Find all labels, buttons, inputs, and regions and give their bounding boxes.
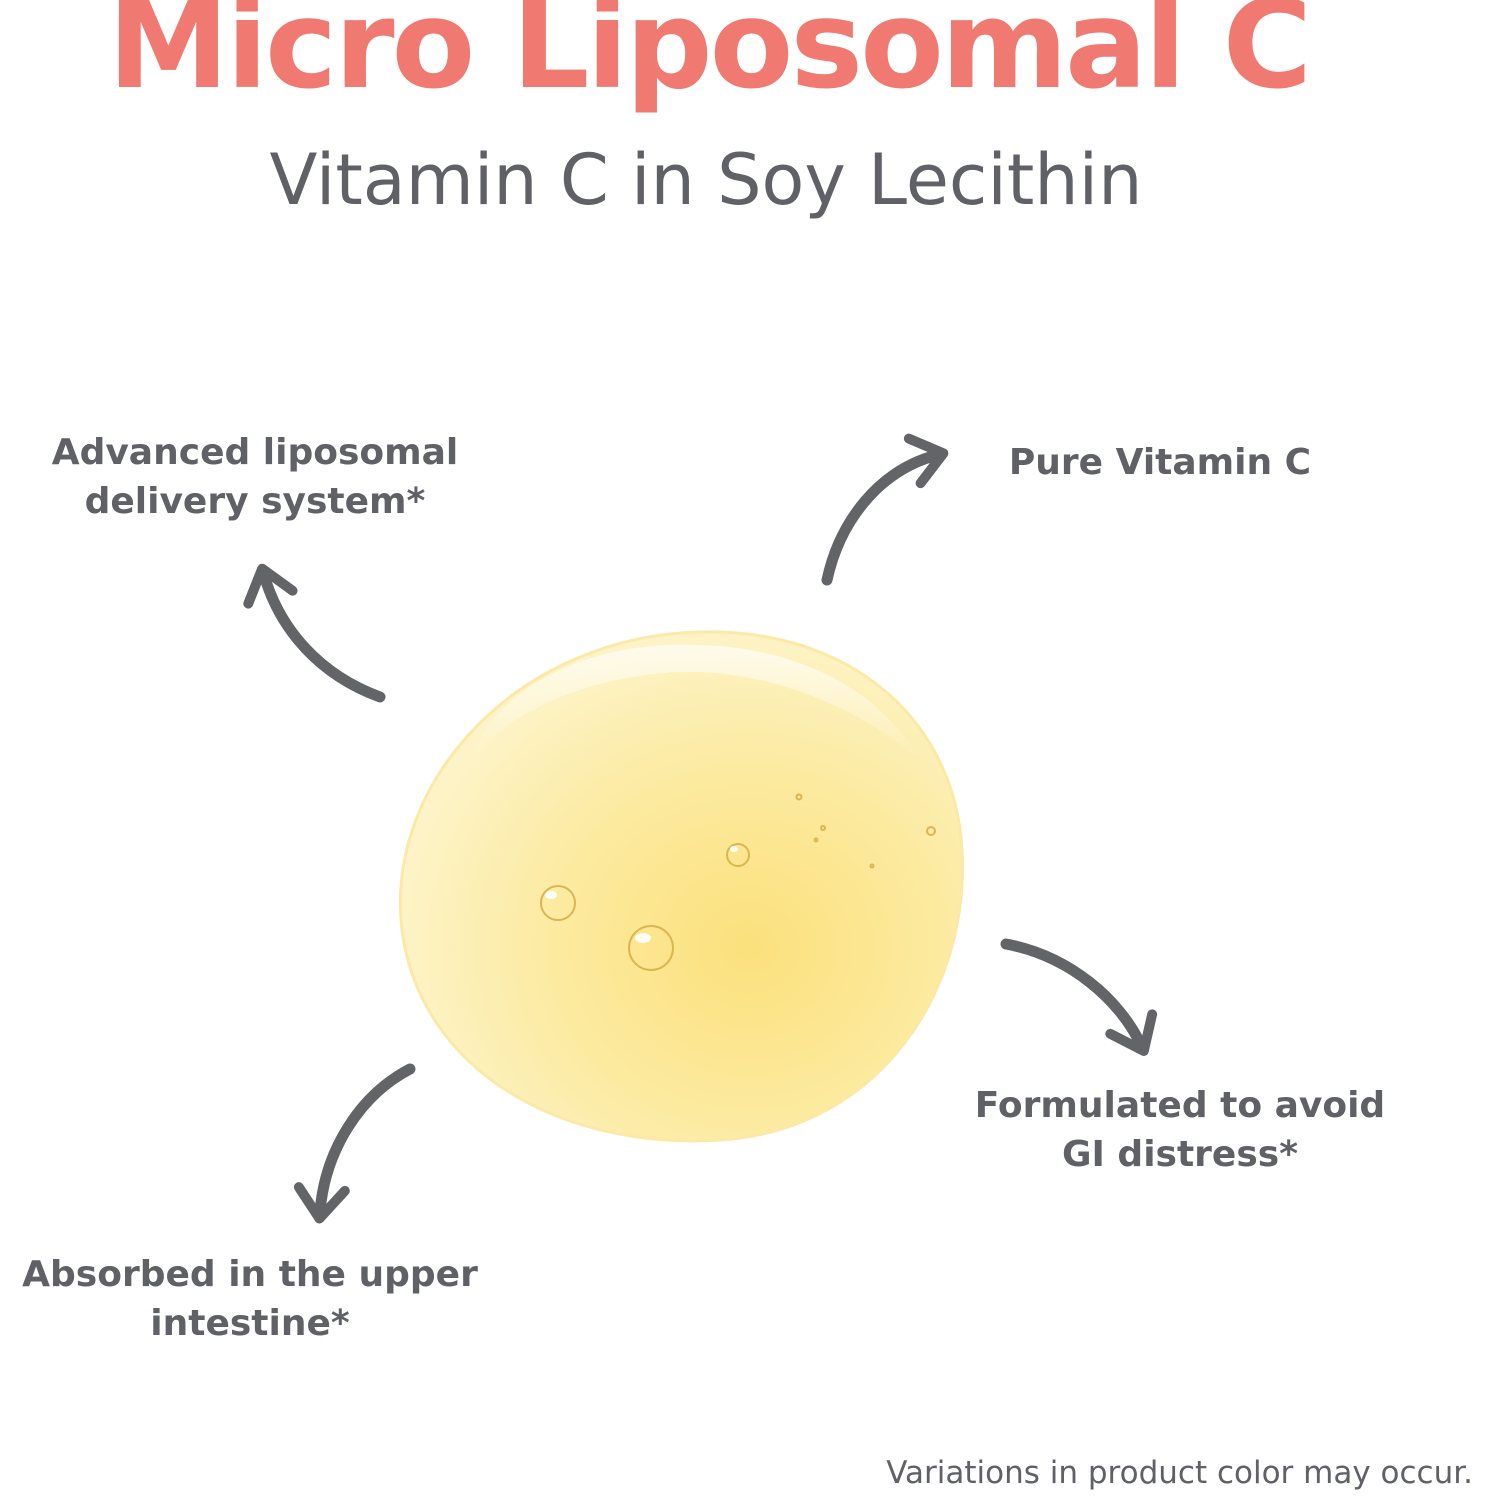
curved-arrow-icon	[1000, 938, 1158, 1056]
callout-line: Formulated to avoid	[974, 1085, 1386, 1126]
callout-line: intestine*	[150, 1303, 350, 1344]
callout-pure-vitamin-c: Pure Vitamin C	[995, 438, 1325, 487]
callout-gi-distress: Formulated to avoid GI distress*	[965, 1081, 1395, 1179]
callout-upper-intestine: Absorbed in the upper intestine*	[15, 1250, 485, 1348]
curved-arrow-icon	[293, 1063, 416, 1224]
callout-line: Pure Vitamin C	[1008, 442, 1312, 483]
callout-line: GI distress*	[1061, 1134, 1299, 1175]
curved-arrow-icon	[243, 563, 386, 703]
callout-delivery-system: Advanced liposomal delivery system*	[40, 428, 470, 526]
curved-arrow-icon	[821, 433, 949, 586]
callout-line: Absorbed in the upper	[22, 1254, 478, 1295]
callout-line: delivery system*	[84, 481, 426, 522]
page-subtitle: Vitamin C in Soy Lecithin	[269, 139, 1143, 221]
page-title: Micro Liposomal C	[107, 0, 1312, 116]
bubble-icon	[540, 793, 936, 971]
liposome-droplet-icon	[399, 630, 964, 1143]
disclaimer-footnote: Variations in product color may occur.	[886, 1455, 1473, 1491]
callout-line: Advanced liposomal	[51, 432, 459, 473]
